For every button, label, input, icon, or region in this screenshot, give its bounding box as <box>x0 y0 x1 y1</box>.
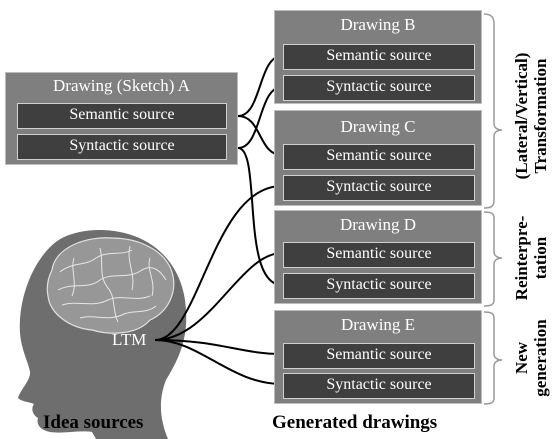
drawing-d-semantic-source: Semantic source <box>283 242 475 268</box>
drawing-b-syntactic-source: Syntactic source <box>283 75 475 101</box>
brace-transformation <box>483 13 503 209</box>
caption-idea-sources: Idea sources <box>43 412 144 433</box>
connector-ltm-e-syn <box>154 339 283 385</box>
drawing-d-syntactic-source: Syntactic source <box>283 273 475 299</box>
side-label-transformation: (Lateral/Vertical) Transformation <box>512 16 552 216</box>
connector-ltm-c-syn <box>154 185 283 341</box>
drawing-c-syntactic-source: Syntactic source <box>283 175 475 201</box>
drawing-e-syntactic-source: Syntactic source <box>283 373 475 399</box>
caption-generated-drawings: Generated drawings <box>272 412 438 433</box>
drawing-a-title: Drawing (Sketch) A <box>53 76 190 95</box>
drawing-e-title: Drawing E <box>340 315 416 334</box>
drawing-c-semantic-source: Semantic source <box>283 144 475 170</box>
brace-reinterpretation <box>483 211 503 307</box>
side-label-new-generation-text: New generation <box>512 319 550 397</box>
side-label-reinterpretation-text: Reinterpre- tation <box>512 215 550 301</box>
connector-a-syn-d-syn <box>237 147 283 286</box>
ltm-label: LTM <box>112 330 147 349</box>
drawing-d-title: Drawing D <box>339 215 416 234</box>
side-label-reinterpretation: Reinterpre- tation <box>512 210 552 306</box>
drawing-e-semantic-source: Semantic source <box>283 343 475 369</box>
drawing-b-title: Drawing B <box>340 15 416 34</box>
brain-folds <box>57 245 167 323</box>
drawing-c-title: Drawing C <box>340 117 416 136</box>
brain-shape <box>46 237 175 334</box>
drawing-a-box: Drawing (Sketch) A Semantic source Synta… <box>5 72 238 165</box>
drawing-a-semantic-source: Semantic source <box>17 103 227 129</box>
brace-new-generation <box>483 311 503 405</box>
connector-ltm-e-sem <box>154 339 283 355</box>
side-label-new-generation: New generation <box>512 310 552 406</box>
side-label-transformation-text: (Lateral/Vertical) Transformation <box>512 52 550 180</box>
drawing-b-box: Drawing B Semantic source Syntactic sour… <box>274 10 482 104</box>
drawing-b-semantic-source: Semantic source <box>283 44 475 70</box>
drawing-a-syntactic-source: Syntactic source <box>17 134 227 160</box>
connection-lines <box>154 55 283 385</box>
connector-ltm-d-sem <box>154 252 283 341</box>
drawing-d-box: Drawing D Semantic source Syntactic sour… <box>274 210 482 304</box>
side-braces <box>483 13 503 405</box>
drawing-e-box: Drawing E Semantic source Syntactic sour… <box>274 310 482 404</box>
drawing-c-box: Drawing C Semantic source Syntactic sour… <box>274 110 482 206</box>
